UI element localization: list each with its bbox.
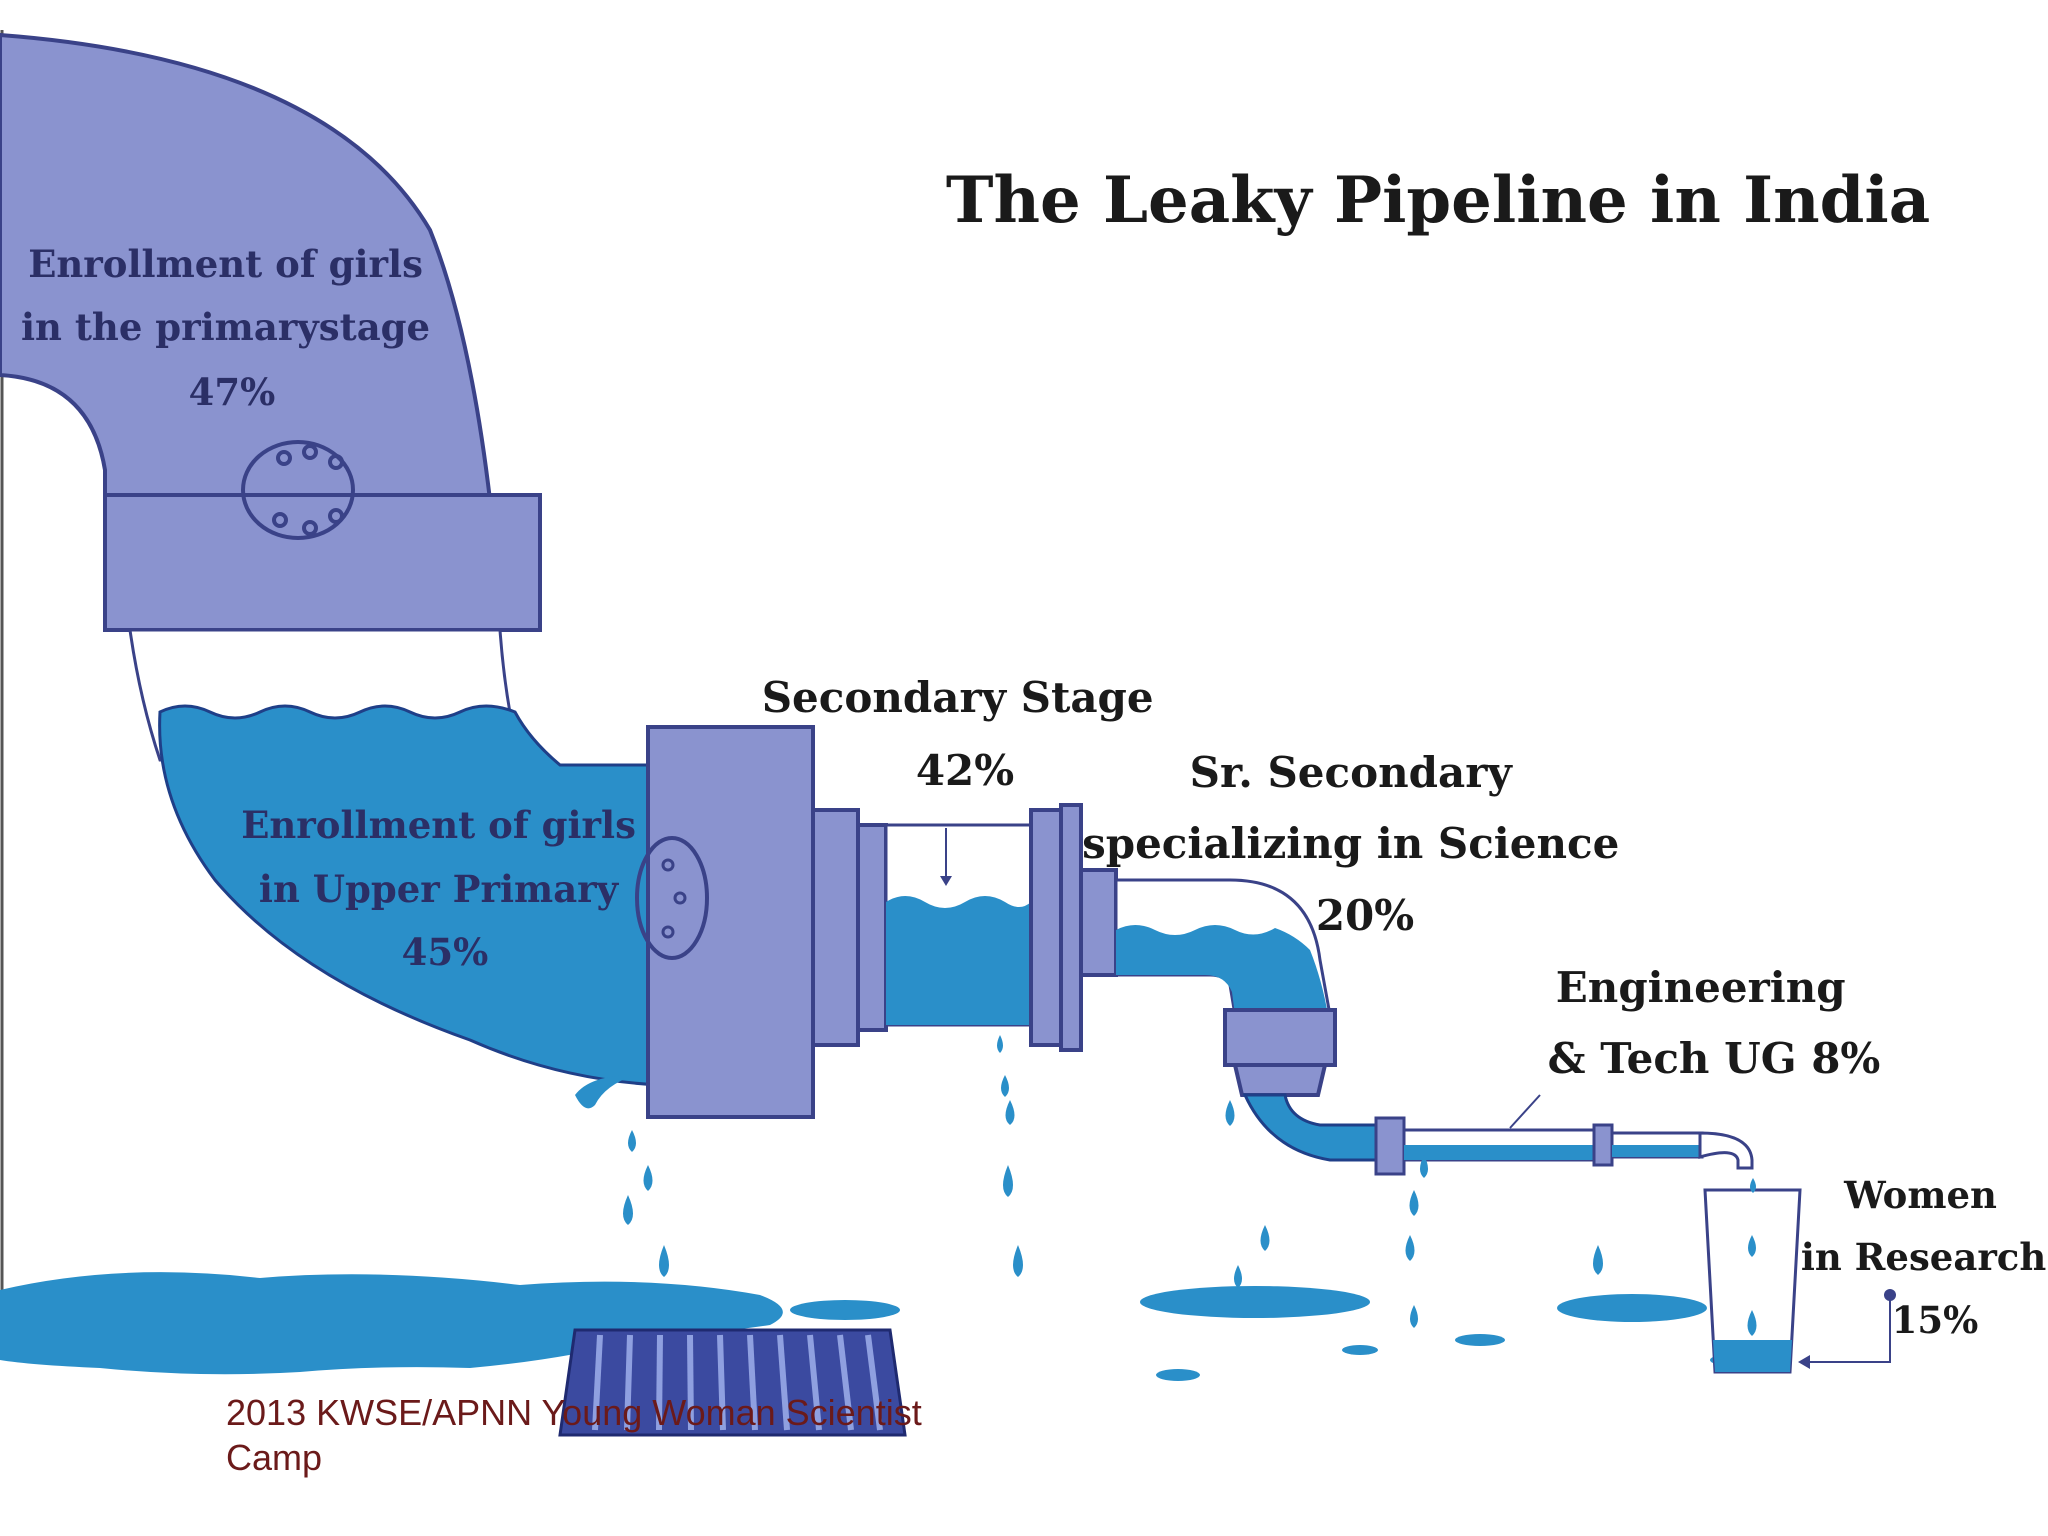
water-drops [575,1035,1757,1336]
primary-pipe-flange [103,493,542,632]
stage-primary-label: Enrollment of girls in the primarystage … [21,242,443,414]
secondary-pipe [884,803,1118,1052]
puddle-tiny [1455,1334,1505,1346]
sr-secondary-coupling [1223,1008,1337,1067]
puddle-mid2 [1557,1294,1707,1322]
engineering-pipe [1242,1093,1754,1176]
puddle-mid [1140,1286,1370,1318]
drain-grate [558,1328,907,1437]
footer-credit: 2013 KWSE/APNN Young Woman Scientist Cam… [226,1392,932,1478]
secondary-connector [635,725,888,1119]
stage-sr-secondary-label: Sr. Secondary specializing in Science 20… [1082,748,1634,940]
diagram-title: The Leaky Pipeline in India [946,163,1930,238]
primary-pipe-valve [241,440,355,540]
upper-primary-pipe [128,628,662,1087]
puddle-small [790,1300,900,1320]
stage-engineering-label: Engineering & Tech UG 8% [1548,963,1881,1083]
research-glass [1703,1188,1896,1374]
puddle-tiny2 [1156,1369,1200,1381]
connector-valve [635,836,709,960]
primary-pipe [0,32,542,632]
stage-secondary-label: Secondary Stage 42% [762,673,1169,795]
stage-upper-primary-label: Enrollment of girls in Upper Primary 45% [241,803,649,974]
puddle-tiny3 [1342,1345,1378,1355]
sr-secondary-pipe [1114,878,1337,1097]
stage-research-label: Women in Research 15% [1801,1173,2048,1342]
